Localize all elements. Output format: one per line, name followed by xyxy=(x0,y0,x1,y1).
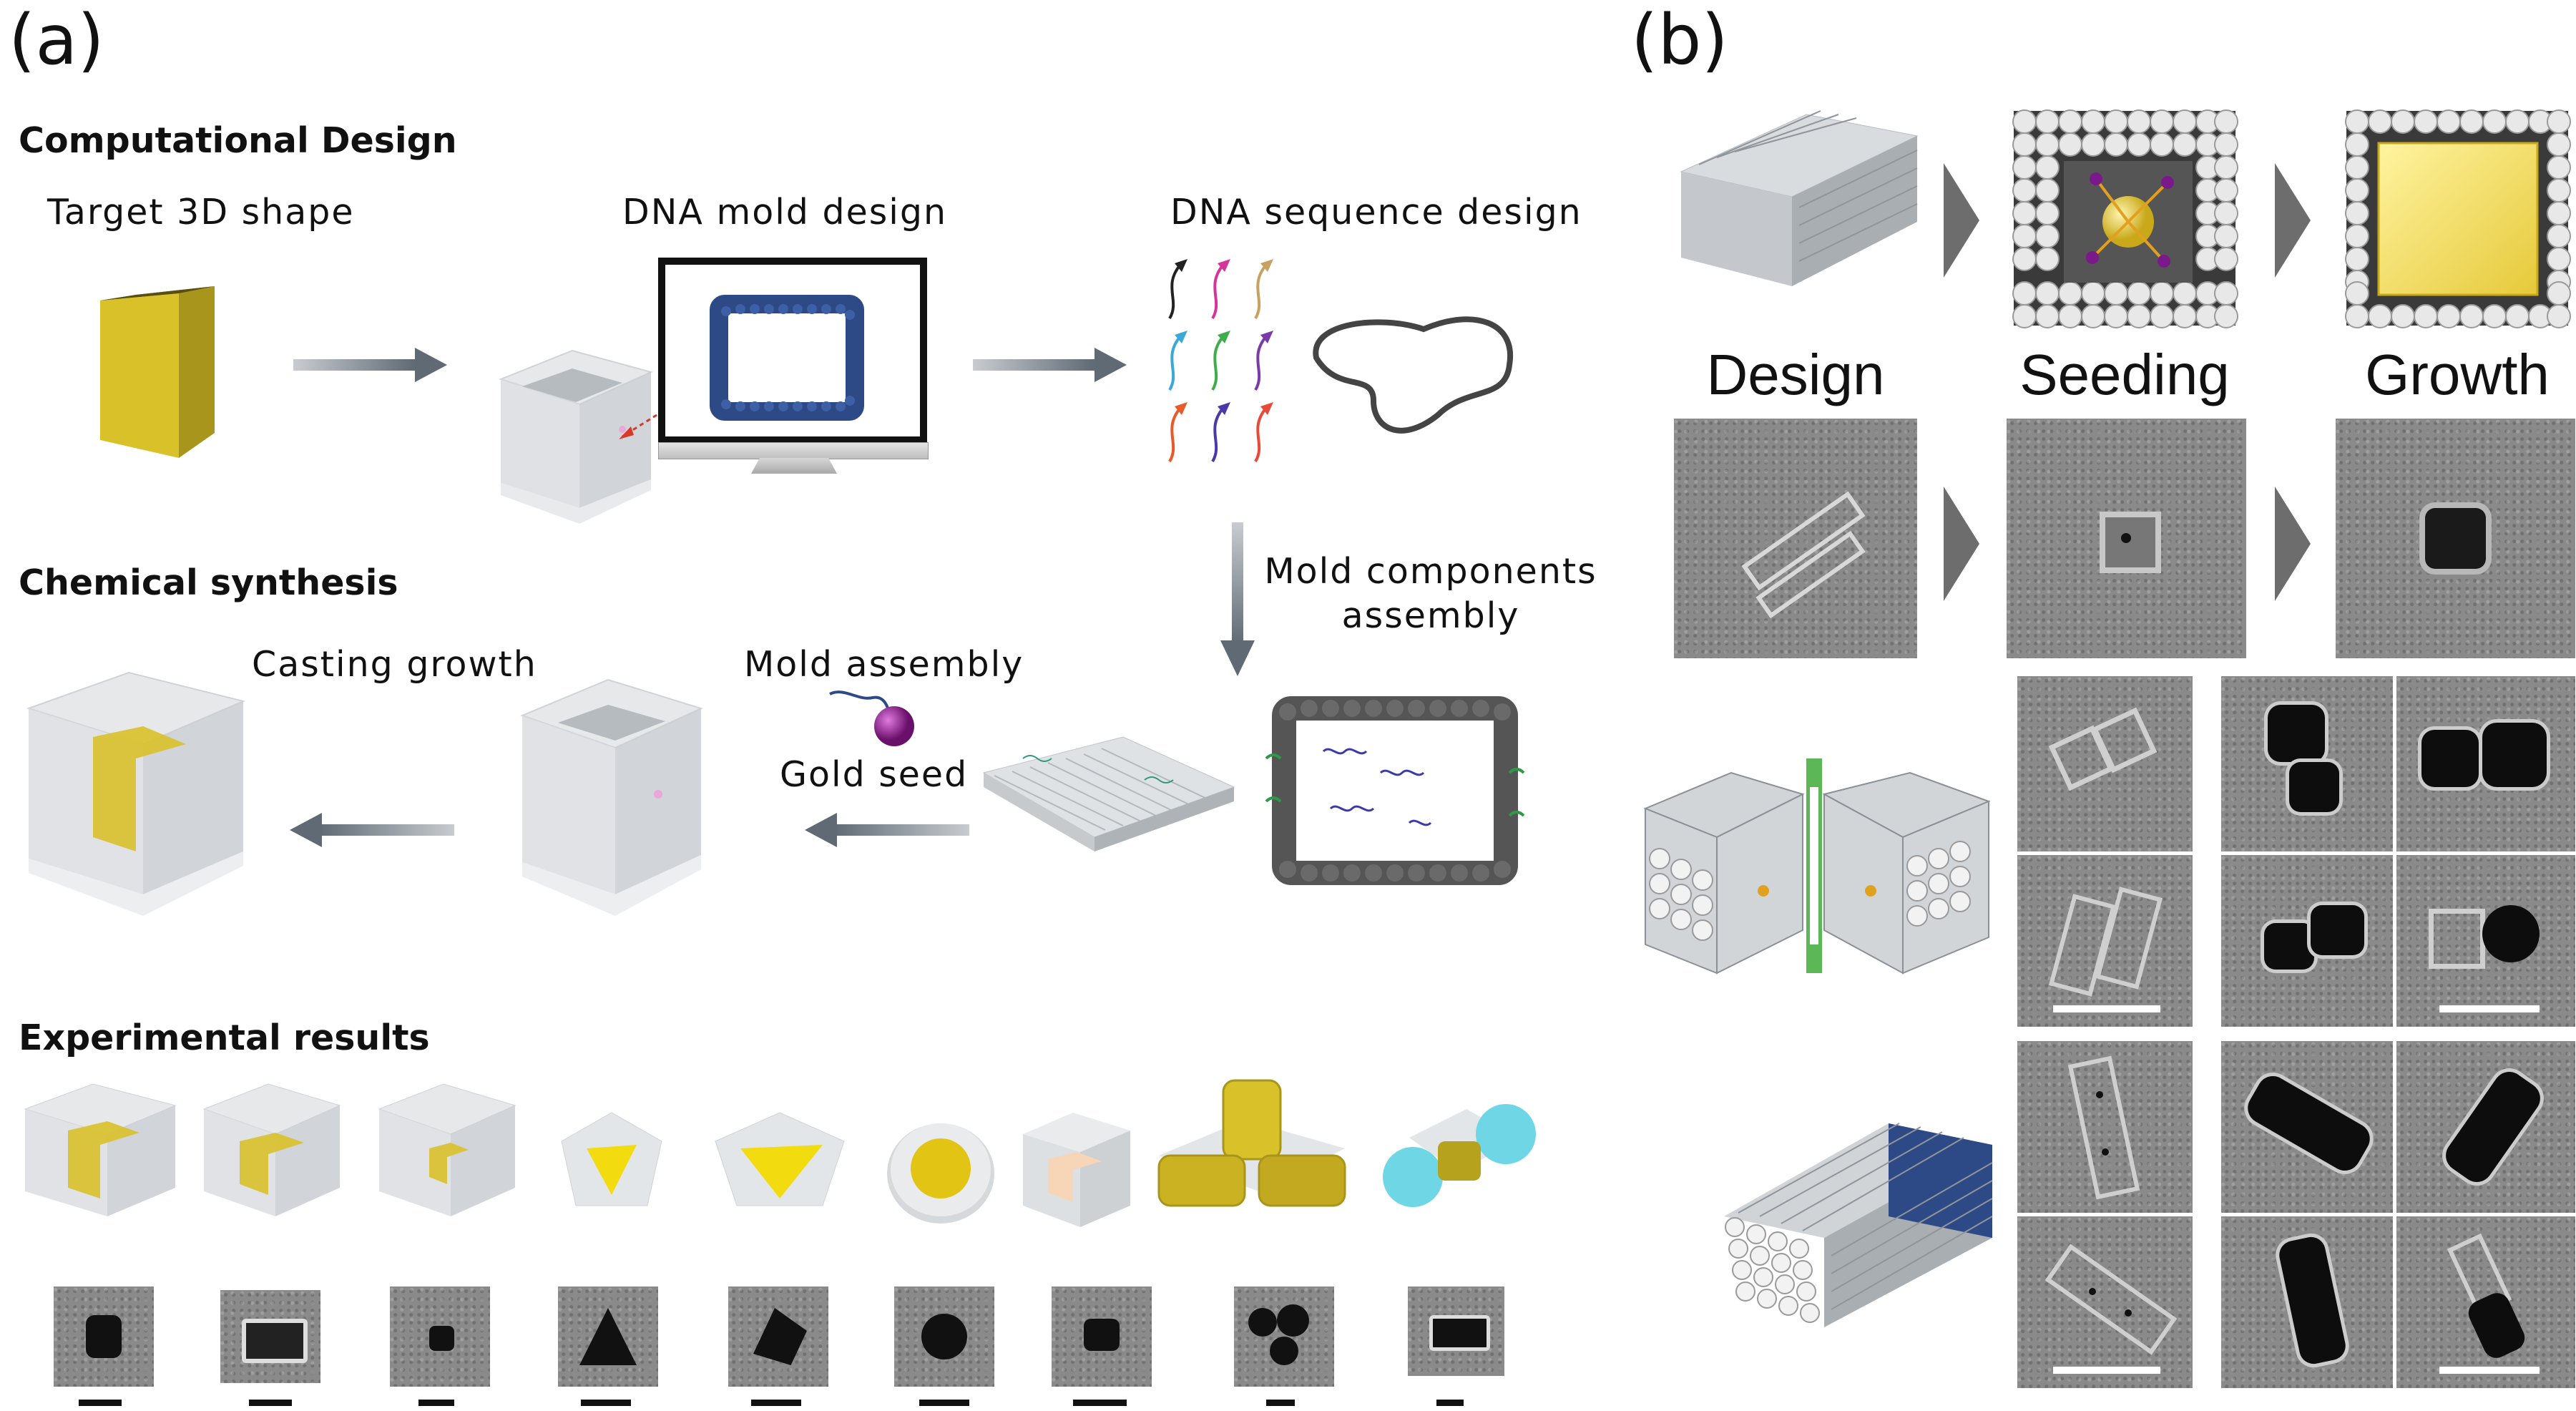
scale-bar-5 xyxy=(751,1400,801,1406)
tem-dimer-growth-3 xyxy=(2221,855,2393,1027)
result-micrograph-5 xyxy=(728,1286,828,1387)
chemical-synthesis-title: Chemical synthesis xyxy=(19,562,398,603)
growth-cross-section xyxy=(2345,109,2571,328)
step-target-3d-shape: Target 3D shape xyxy=(47,192,355,233)
scale-bar-dimer-growth xyxy=(2439,1005,2540,1012)
dna-mold-assembled xyxy=(1265,696,1525,885)
arrow-right-1 xyxy=(293,348,447,382)
result-shape-cuboid-medium xyxy=(202,1083,341,1216)
chevron-design-to-seeding xyxy=(1944,163,1979,278)
scale-bar-8 xyxy=(1266,1400,1295,1406)
monitor-base xyxy=(751,458,837,474)
arrow-down xyxy=(1220,522,1255,676)
tem-seeding xyxy=(2007,419,2246,658)
tem-long-seeding-2 xyxy=(2017,1216,2193,1388)
scale-bar-long-growth xyxy=(2439,1367,2540,1374)
design-dna-bundle xyxy=(1680,110,1919,286)
casting-growth-label: Casting growth xyxy=(252,644,537,685)
mold-empty xyxy=(520,678,703,916)
result-micrograph-2 xyxy=(220,1290,320,1383)
scale-bar-6 xyxy=(919,1400,969,1406)
chevron-tem-seeding-to-growth xyxy=(2275,487,2311,601)
tem-dimer-growth-1 xyxy=(2221,676,2393,851)
result-shape-dumbbell xyxy=(1383,1104,1536,1207)
scale-bar-2 xyxy=(249,1400,292,1406)
tem-long-seeding-1 xyxy=(2017,1041,2193,1213)
monitor-stand xyxy=(658,442,929,459)
mold-components-assembly-line1: Mold components xyxy=(1264,551,1597,592)
gold-seed-icon xyxy=(829,690,914,746)
long-dna-bundle xyxy=(1724,1123,1993,1327)
result-micrograph-3 xyxy=(390,1286,490,1387)
result-shape-triangle-large xyxy=(715,1112,845,1206)
scale-bar-1 xyxy=(79,1400,122,1406)
gold-seed-label: Gold seed xyxy=(780,754,969,795)
arrow-right-2 xyxy=(973,348,1127,382)
tem-long-growth-4 xyxy=(2396,1216,2575,1388)
tem-dimer-growth-2 xyxy=(2396,676,2575,851)
result-micrograph-4 xyxy=(558,1286,658,1387)
tem-long-growth-1 xyxy=(2221,1041,2393,1213)
panel-a-letter: (a) xyxy=(9,0,104,80)
panel-b-letter: (b) xyxy=(1631,0,1728,80)
dna-strands-icon xyxy=(1168,259,1273,463)
stage-label-seeding: Seeding xyxy=(2019,343,2230,406)
dna-bundle-flat xyxy=(982,736,1235,851)
result-micrograph-6 xyxy=(894,1286,994,1387)
mold-with-gold xyxy=(26,671,246,916)
result-shape-trimer xyxy=(1157,1079,1346,1207)
tem-long-growth-3 xyxy=(2221,1216,2393,1388)
result-shape-triangle-small xyxy=(561,1112,662,1206)
result-micrograph-1 xyxy=(54,1286,154,1387)
scale-bar-9 xyxy=(1436,1400,1464,1406)
dimer-dna-bundle xyxy=(1643,758,1991,975)
mold-components-assembly-line2: assembly xyxy=(1341,595,1520,636)
target-gold-prism xyxy=(100,286,215,458)
arrow-left-2 xyxy=(805,813,969,847)
stage-label-design: Design xyxy=(1706,343,1885,406)
tem-growth xyxy=(2336,419,2575,658)
tem-long-growth-2 xyxy=(2396,1041,2575,1213)
result-shape-cuboid-small xyxy=(378,1083,516,1216)
tem-dimer-seeding-1 xyxy=(2017,676,2193,851)
computational-design-title: Computational Design xyxy=(19,120,457,161)
result-shape-cube-pink xyxy=(1023,1113,1130,1227)
scale-bar-long-seeding xyxy=(2053,1367,2160,1374)
result-micrograph-7 xyxy=(1052,1286,1152,1387)
mold-assembly-label: Mold assembly xyxy=(744,644,1024,685)
arrow-left-1 xyxy=(290,813,454,847)
result-micrograph-8 xyxy=(1234,1286,1334,1387)
seeding-cross-section xyxy=(2012,109,2238,328)
chevron-tem-design-to-seeding xyxy=(1944,487,1979,601)
experimental-results-title: Experimental results xyxy=(19,1017,430,1058)
scale-bar-dimer-seeding xyxy=(2053,1005,2160,1012)
chevron-seeding-to-growth xyxy=(2275,163,2311,278)
scale-bar-4 xyxy=(581,1400,631,1406)
red-pointer xyxy=(619,363,738,439)
tem-dimer-seeding-2 xyxy=(2017,855,2193,1027)
tem-design xyxy=(1674,419,1917,658)
result-shape-disk xyxy=(887,1123,994,1224)
result-shape-cuboid-large xyxy=(24,1083,177,1216)
scale-bar-7 xyxy=(1073,1400,1127,1406)
scaffold-loop-icon xyxy=(1313,316,1514,434)
step-dna-sequence-design: DNA sequence design xyxy=(1170,192,1582,233)
stage-label-growth: Growth xyxy=(2365,343,2550,406)
step-dna-mold-design: DNA mold design xyxy=(622,192,948,233)
result-micrograph-9 xyxy=(1408,1286,1504,1376)
dna-mold-cross-section xyxy=(710,295,864,421)
mold-transparent-small xyxy=(499,349,653,524)
scale-bar-3 xyxy=(418,1400,454,1406)
tem-dimer-growth-4 xyxy=(2396,855,2575,1027)
